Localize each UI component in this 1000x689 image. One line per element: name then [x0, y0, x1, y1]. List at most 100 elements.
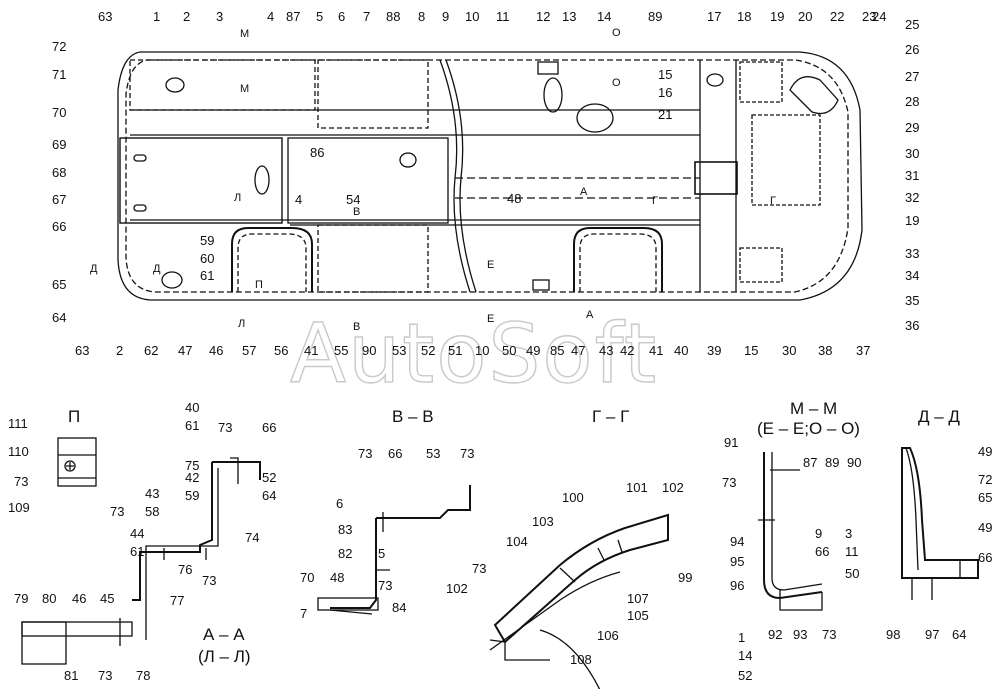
left-num-7: 65: [52, 277, 66, 292]
bottom-num-1: 2: [116, 343, 123, 358]
mm-bot-0: 1: [738, 630, 745, 645]
section-p-block: [57, 437, 97, 487]
section-aa-box: [21, 621, 67, 665]
inner-54: 54: [346, 192, 360, 207]
cut-mark-11: Г: [770, 195, 776, 207]
cut-mark-15: Е: [487, 313, 494, 325]
right-num-8: 19: [905, 213, 919, 228]
left-num-4: 68: [52, 165, 66, 180]
front-wheel-arch: [573, 227, 663, 292]
bottom-num-17: 47: [571, 343, 585, 358]
vv-num-7: 5: [378, 546, 385, 561]
aa-num-3: 74: [245, 530, 259, 545]
body-outline: [117, 51, 863, 301]
cut-mark-7: В: [353, 321, 360, 333]
hatch-front-left: [254, 165, 270, 195]
mm-left-1: 95: [730, 554, 744, 569]
cut-mark-3: О: [612, 77, 621, 89]
aa-num-1: 66: [262, 420, 276, 435]
bottom-num-4: 46: [209, 343, 223, 358]
bottom-num-6: 56: [274, 343, 288, 358]
inner-4: 4: [295, 192, 302, 207]
top-panel-2: [129, 59, 316, 111]
right-num-11: 35: [905, 293, 919, 308]
hatch-small: [399, 152, 417, 168]
top-num-0: 63: [98, 9, 112, 24]
right-num-2: 27: [905, 69, 919, 84]
mm-frac-bot-1: 11: [845, 544, 859, 559]
top-num-24: 24: [872, 9, 886, 24]
bottom-num-12: 51: [448, 343, 462, 358]
top-num-21: 20: [798, 9, 812, 24]
bottom-num-20: 41: [649, 343, 663, 358]
bottom-num-19: 42: [620, 343, 634, 358]
mm-num-4: 73: [822, 627, 836, 642]
right-num-4: 29: [905, 120, 919, 135]
vv-num-6: 82: [338, 546, 352, 561]
hatch-bottom-left: [161, 271, 183, 289]
inner-48: 48: [507, 191, 521, 206]
gg-num-2: 102: [662, 480, 684, 495]
bottom-num-16: 85: [550, 343, 564, 358]
inner-dashed-contour: [125, 59, 849, 293]
gg-num-6: 73: [472, 561, 486, 576]
slot-2: [133, 204, 147, 212]
inner-16: 16: [658, 85, 672, 100]
aa-num-2: 75: [185, 458, 199, 473]
bottom-panel-1: [317, 224, 429, 293]
right-num-12: 36: [905, 318, 919, 333]
cut-mark-13: Д: [153, 263, 161, 275]
mm-num-2: 92: [768, 627, 782, 642]
gg-num-11: 108: [570, 652, 592, 667]
aa-num-9: 80: [42, 591, 56, 606]
aa-frac-bot-0: 61: [185, 418, 199, 433]
rear-wheel-arch: [231, 227, 313, 292]
mm-bot-1: 14: [738, 648, 752, 663]
top-num-3: 3: [216, 9, 223, 24]
bottom-num-2: 62: [144, 343, 158, 358]
slot-1: [133, 154, 147, 162]
gg-num-1: 101: [626, 480, 648, 495]
top-num-5: 87: [286, 9, 300, 24]
front-left-panel: [119, 137, 283, 224]
bottom-num-25: 38: [818, 343, 832, 358]
section-p-title: П: [68, 407, 80, 426]
front-center-panel: [287, 137, 449, 224]
aa-num-4: 73: [110, 504, 124, 519]
bottom-num-24: 30: [782, 343, 796, 358]
left-num-1: 71: [52, 67, 66, 82]
vv-num-2: 53: [426, 446, 440, 461]
section-dd-profile: [901, 447, 979, 579]
cut-mark-1: М: [240, 83, 249, 95]
aa-frac-top-3: 44: [130, 526, 144, 541]
inner-60: 60: [200, 251, 214, 266]
section-aa-title: А – А: [203, 625, 245, 644]
top-num-22: 22: [830, 9, 844, 24]
section-p-screw: [64, 460, 76, 472]
top-num-2: 2: [183, 9, 190, 24]
aa-num-11: 45: [100, 591, 114, 606]
cut-mark-2: О: [612, 27, 621, 39]
vv-num-12: 7: [300, 606, 307, 621]
vv-num-11: 84: [392, 600, 406, 615]
bottom-num-18: 43: [599, 343, 613, 358]
aa-num-8: 79: [14, 591, 28, 606]
cab-box: [694, 161, 738, 195]
section-mm-subtitle: (Е – Е;О – О): [757, 419, 860, 438]
mm-hdr-0: 87: [803, 455, 817, 470]
top-num-7: 6: [338, 9, 345, 24]
bottom-num-10: 53: [392, 343, 406, 358]
dd-frac-top: 72: [978, 472, 992, 487]
aa-num-13: 73: [98, 668, 112, 683]
gg-num-9: 102: [446, 581, 468, 596]
cut-mark-16: П: [255, 279, 263, 291]
left-num-0: 72: [52, 39, 66, 54]
section-mm-title: М – М: [790, 399, 837, 418]
mm-frac-top-1: 3: [845, 526, 852, 541]
top-num-19: 18: [737, 9, 751, 24]
vv-num-3: 73: [460, 446, 474, 461]
top-num-12: 10: [465, 9, 479, 24]
cut-mark-14: Е: [487, 259, 494, 271]
top-num-8: 7: [363, 9, 370, 24]
top-num-6: 5: [316, 9, 323, 24]
